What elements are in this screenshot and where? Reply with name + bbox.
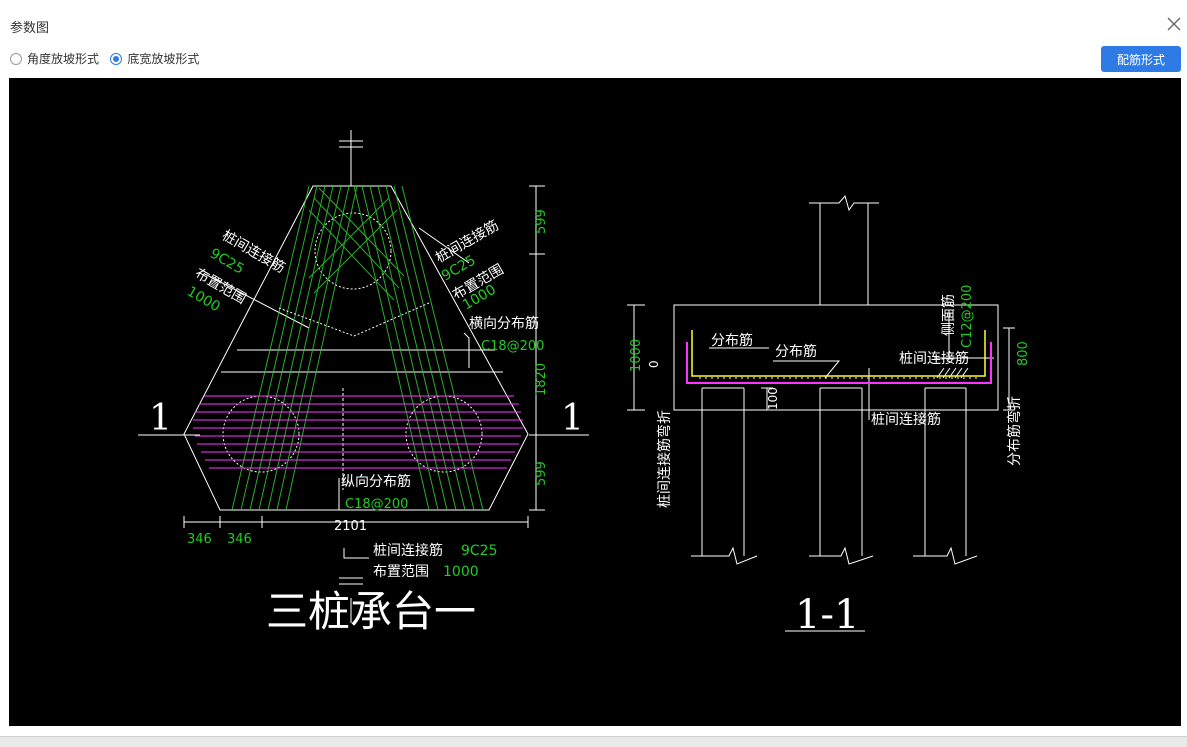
- section-dist-label-2: 分布筋: [775, 343, 817, 360]
- bottom-range-label: 布置范围: [373, 563, 429, 580]
- radio-width-slope[interactable]: 底宽放坡形式: [110, 50, 199, 67]
- radio-width-indicator[interactable]: [110, 52, 123, 65]
- slope-mode-radio-group: 角度放坡形式 底宽放坡形式: [10, 50, 207, 68]
- parameter-drawing-canvas: 三桩承台一 1 1 桩间连接筋 9C25 布置范围 1000 桩间连接筋 9C2…: [9, 78, 1181, 726]
- section-rebar: [686, 330, 992, 384]
- rebar-form-button[interactable]: 配筋形式: [1101, 46, 1181, 72]
- dialog-title: 参数图: [10, 20, 50, 35]
- transverse-spec: C18@200: [481, 339, 544, 354]
- radio-angle-label[interactable]: 角度放坡形式: [27, 52, 100, 66]
- radio-width-label[interactable]: 底宽放坡形式: [127, 52, 200, 66]
- plan-tie-marks: [278, 302, 430, 337]
- section-tie-label-top: 桩间连接筋: [899, 350, 969, 367]
- dim-top: 599: [534, 209, 549, 234]
- plan-rebar-hatch: [231, 185, 484, 511]
- section-tie-label-bottom: 桩间连接筋: [871, 411, 941, 428]
- plan-magenta-rebar: [193, 395, 523, 469]
- section-labels: 1-1 分布筋 分布筋 侧面筋 C12@200 桩间连接筋 桩间连接筋 桩间连接…: [629, 285, 1031, 638]
- section-dist-label-1: 分布筋: [711, 332, 753, 349]
- longitudinal-spec: C18@200: [345, 497, 408, 512]
- section-side-label: 侧面筋: [940, 294, 957, 336]
- bottom-tie-label: 桩间连接筋: [373, 542, 443, 559]
- dim-left-1: 346: [187, 532, 212, 547]
- longitudinal-label: 纵向分布筋: [341, 473, 411, 490]
- section-right-vertical-label: 分布筋弯折: [1006, 396, 1023, 466]
- section-dim-height: 1000: [629, 339, 644, 372]
- section-view: [627, 194, 1015, 565]
- bottom-tie-spec: 9C25: [461, 543, 498, 559]
- radio-angle-indicator[interactable]: [10, 52, 22, 65]
- dim-width: 2101: [334, 519, 367, 534]
- radio-angle-slope[interactable]: 角度放坡形式: [10, 50, 99, 67]
- plan-labels: 三桩承台一 1 1 桩间连接筋 9C25 布置范围 1000 桩间连接筋 9C2…: [149, 209, 584, 636]
- section-dim-100: 100: [766, 387, 780, 410]
- cad-drawing: 三桩承台一 1 1 桩间连接筋 9C25 布置范围 1000 桩间连接筋 9C2…: [138, 130, 1031, 638]
- dim-mid: 1820: [534, 363, 549, 396]
- dim-bottom: 599: [534, 461, 549, 486]
- bottom-range-value: 1000: [443, 564, 479, 580]
- plan-title: 三桩承台一: [266, 587, 476, 636]
- section-dim-800: 800: [1016, 341, 1031, 366]
- section-mark-right: 1: [561, 398, 584, 439]
- section-side-spec: C12@200: [960, 285, 975, 348]
- section-dim-zero: 0: [647, 360, 661, 368]
- section-title: 1-1: [795, 592, 859, 638]
- dim-left-2: 346: [227, 532, 252, 547]
- transverse-label: 横向分布筋: [469, 315, 539, 332]
- section-left-vertical-label: 桩间连接筋弯折: [656, 410, 673, 508]
- section-mark-left: 1: [149, 398, 172, 439]
- background-window-strip: [0, 736, 1187, 747]
- close-icon[interactable]: [1164, 14, 1184, 34]
- plan-view: [138, 130, 589, 623]
